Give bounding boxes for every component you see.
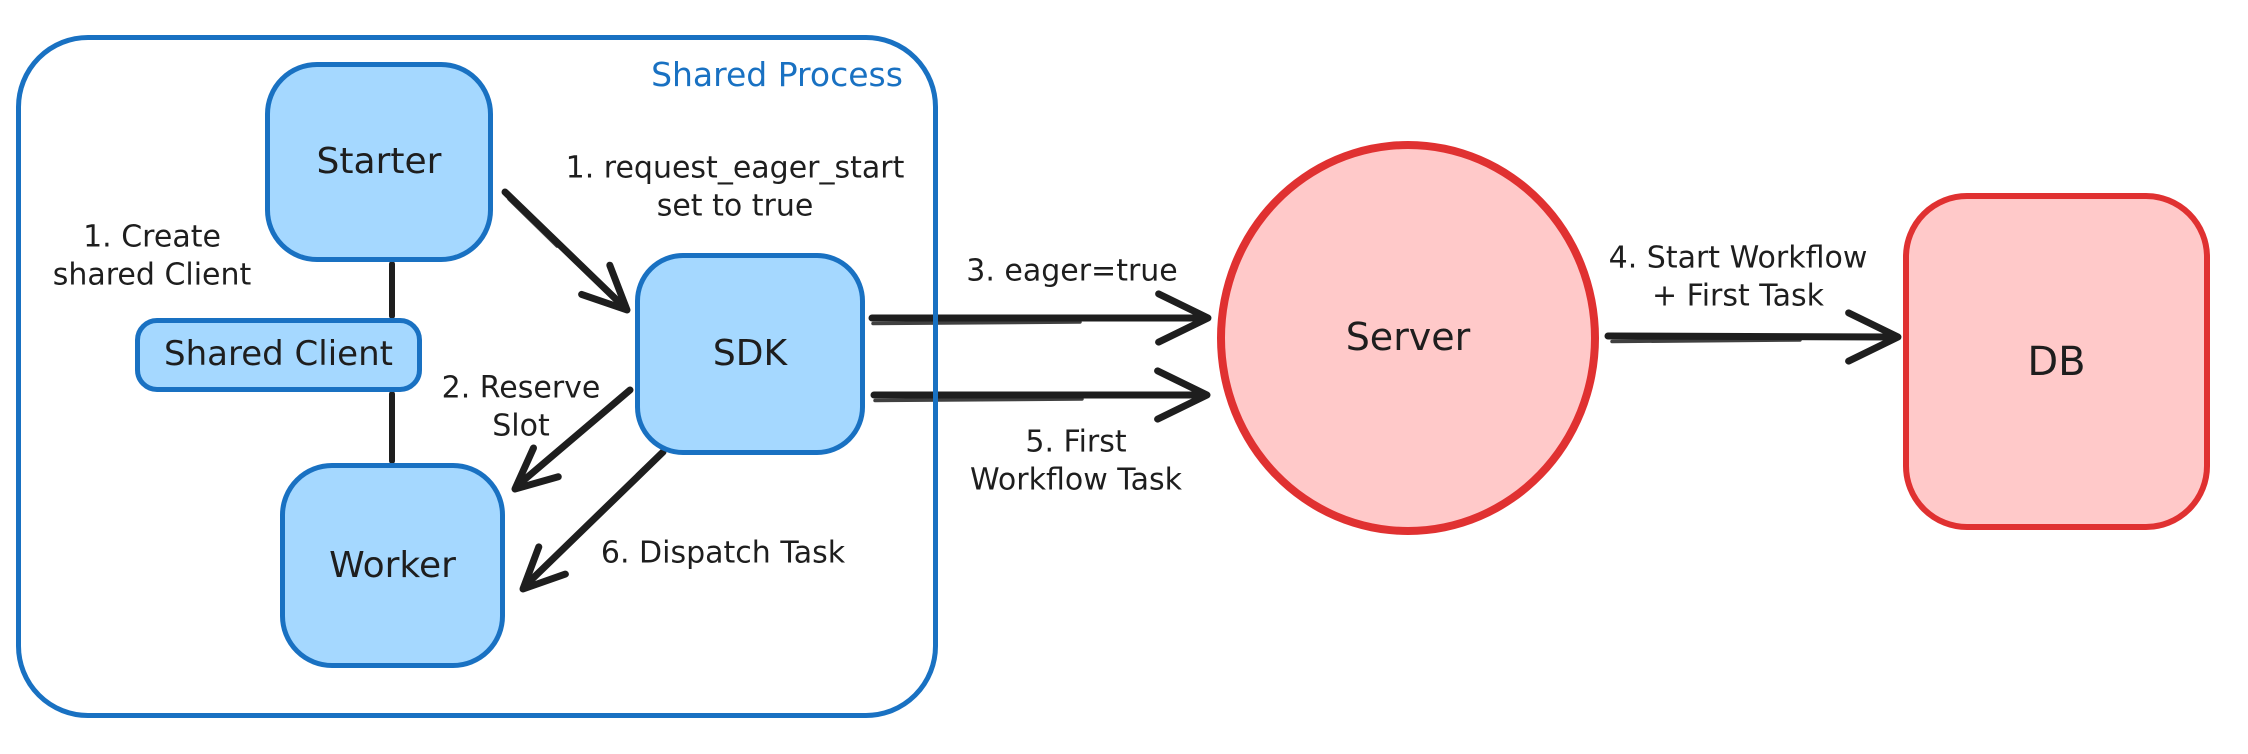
shared-process-container <box>16 35 938 718</box>
annotation-step3-eager-true: 3. eager=true <box>966 253 1178 289</box>
node-worker: Worker <box>280 463 505 668</box>
node-shared-client-label: Shared Client <box>164 334 393 375</box>
node-db: DB <box>1903 193 2210 530</box>
node-shared-client: Shared Client <box>135 318 422 392</box>
node-starter-label: Starter <box>316 141 442 183</box>
arrow-server-db <box>1604 332 1899 341</box>
arrow-server-db-head <box>1845 309 1902 365</box>
annotation-step5-first-workflow-task: 5. First Workflow Task <box>969 424 1183 498</box>
node-server: Server <box>1217 141 1599 535</box>
shared-process-label: Shared Process <box>651 54 903 94</box>
arrow-server-db-sketch <box>1610 338 1802 344</box>
annotation-step1-create-shared-client: 1. Create shared Client <box>52 219 252 293</box>
node-server-label: Server <box>1345 315 1471 360</box>
node-worker-label: Worker <box>329 544 456 586</box>
node-sdk: SDK <box>635 253 865 455</box>
annotation-step4-start-workflow: 4. Start Workflow + First Task <box>1608 240 1868 314</box>
node-sdk-label: SDK <box>712 333 788 375</box>
node-starter: Starter <box>265 62 493 262</box>
arrow-sdk-server-task-head <box>1154 367 1211 423</box>
node-db-label: DB <box>2027 338 2086 385</box>
annotation-step2-reserve-slot: 2. Reserve Slot <box>441 370 601 444</box>
arrow-sdk-server-eager-head <box>1155 290 1212 346</box>
annotation-step1-request-eager-start: 1. request_eager_start set to true <box>565 150 905 224</box>
annotation-step6-dispatch-task: 6. Dispatch Task <box>600 535 846 571</box>
